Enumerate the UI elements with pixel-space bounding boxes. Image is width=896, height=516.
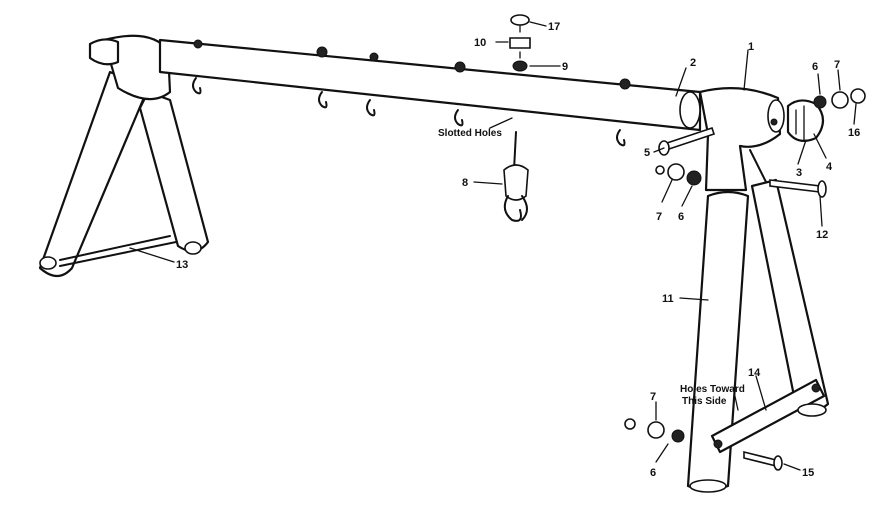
note-slotted-holes: Slotted Holes [438,128,502,139]
fitting-nut-washer [655,163,702,186]
callout-3: 3 [796,167,802,179]
right-a-frame [686,178,830,493]
right-leg-foot [689,479,727,493]
callout-6-top-right: 6 [812,61,818,73]
small-nut-bottom [624,418,636,430]
left-cross-brace-edge [59,241,177,267]
swing-hanger-8 [503,131,529,222]
bottom-nut-washer [624,418,685,443]
callout-2: 2 [690,57,696,69]
left-a-frame [38,34,210,278]
washer-6-right [813,95,827,109]
top-hardware-stack [509,14,531,72]
nut-7-right [831,91,849,109]
callout-11: 11 [662,293,674,305]
top-beam [158,38,702,147]
callout-13: 13 [176,259,188,271]
left-rear-leg [138,90,210,253]
right-top-fitting [698,87,785,192]
acorn-nut-7 [667,163,685,181]
callout-4: 4 [826,161,833,173]
top-beam-tube [158,38,702,132]
left-front-leg [38,70,150,278]
callout-7-bottom: 7 [650,391,656,403]
acorn-nut-7-bottom [647,421,665,439]
callout-14: 14 [748,367,761,379]
brace-bolt-hole [811,383,821,393]
right-rear-leg [750,178,830,413]
note-holes-toward-line1: Holes Toward [680,384,745,395]
bolt-5 [658,126,716,156]
hanger-hook [454,109,464,127]
callout-6-bottom: 6 [650,467,656,479]
hanger-hook [366,99,376,117]
hanger-hook [318,91,328,109]
callout-8: 8 [462,177,468,189]
left-cross-brace [59,235,171,261]
cap-16 [850,88,866,104]
right-fitting-bolt [770,118,778,126]
right-fitting-body [698,87,782,192]
nut-10 [509,37,531,49]
small-nut [655,165,665,175]
callout-16: 16 [848,127,860,139]
callout-6-fitting: 6 [678,211,684,223]
top-beam-end [679,91,701,129]
right-end-cap-ribs [795,105,805,141]
callout-7-fitting: 7 [656,211,662,223]
callout-1: 1 [748,41,754,53]
callout-17: 17 [548,21,560,33]
callout-15: 15 [802,467,814,479]
right-top-hardware [813,88,866,109]
hanger-8-rod [513,131,517,171]
hanger-8-hook-right [521,195,528,221]
left-end-cap [88,38,120,66]
lock-washer-6 [686,170,702,186]
callout-5: 5 [644,147,650,159]
callout-9: 9 [562,61,568,73]
note-holes-toward-line2: This Side [682,396,727,407]
cap-nut-17 [510,14,530,26]
right-end-cap-body [786,99,825,143]
brace-bolt-hole [713,439,723,449]
beam-bolt [454,61,466,73]
right-rear-foot [797,403,827,417]
callout-10: 10 [474,37,486,49]
left-leg-foot-right [184,241,202,255]
callout-7-top-right: 7 [834,59,840,71]
bolt-15-shaft [743,450,777,468]
washer-9 [512,60,528,72]
callout-12: 12 [816,229,828,241]
beam-bolt [619,78,631,90]
lock-washer-6-bottom [671,429,685,443]
leader-lines [129,21,857,471]
beam-bolt [316,46,328,58]
bolt-15 [743,450,783,471]
right-end-cap [786,99,825,143]
right-fitting-end [767,99,785,133]
hanger-hook [616,129,626,147]
left-leg-foot-left [39,256,57,270]
hanger-hook [192,77,202,95]
bolt-15-head [773,455,783,471]
beam-bolt [369,52,379,62]
bolt-12-head [817,180,827,198]
beam-bolt [193,39,203,49]
hanger-8-hook-left [503,195,522,222]
bolt-12 [769,179,827,198]
hanger-8-clevis [503,164,529,201]
